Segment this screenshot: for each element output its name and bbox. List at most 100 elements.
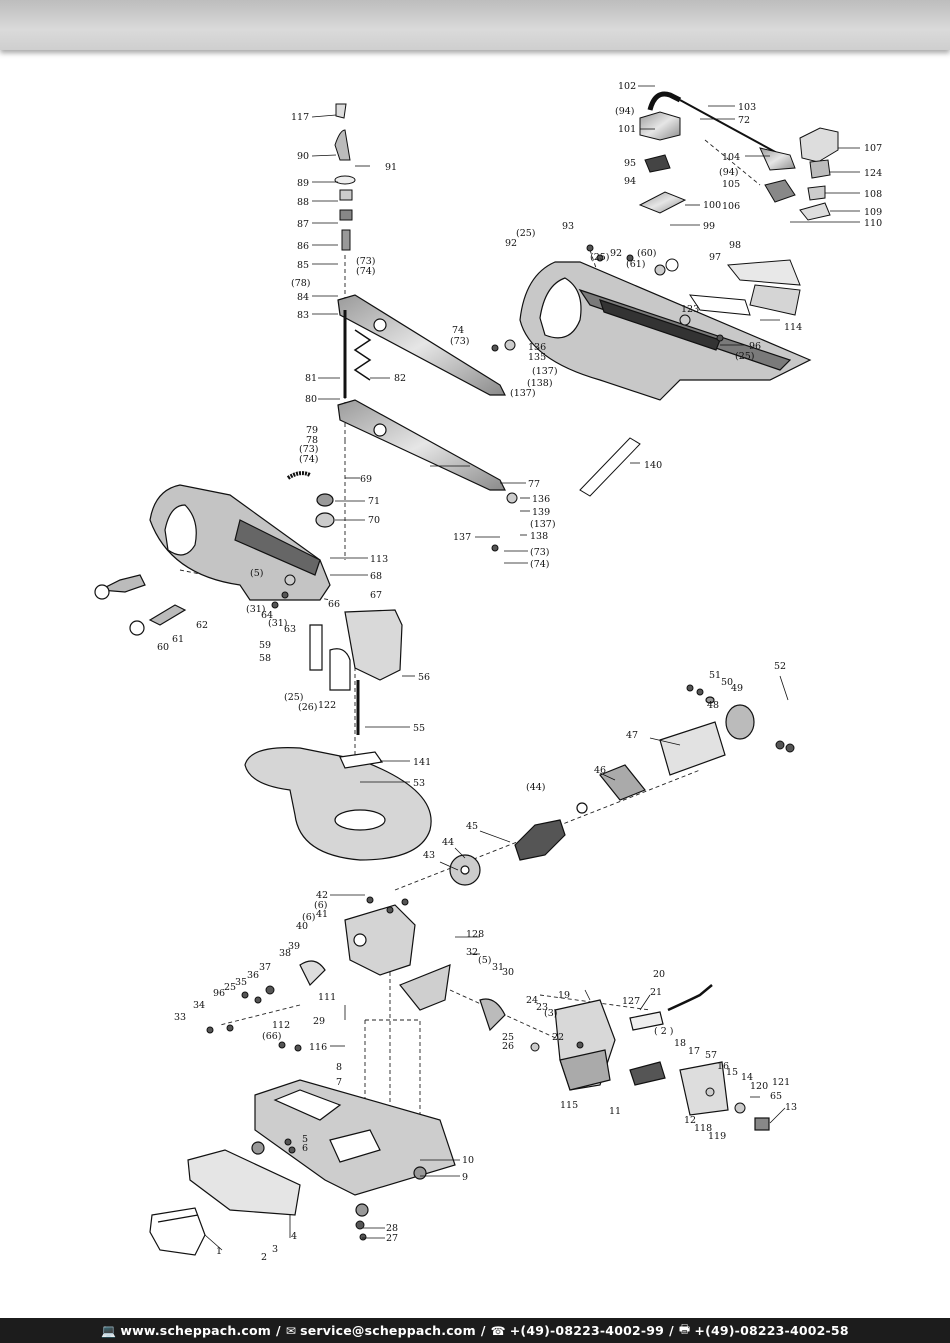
callout: (74) <box>356 266 376 277</box>
motor-assembly <box>449 696 755 886</box>
callout: 37 <box>259 962 271 973</box>
callout: 102 <box>618 81 636 92</box>
callout: 3 <box>272 1244 278 1255</box>
callout: 15 <box>726 1067 738 1078</box>
callout: 128 <box>466 929 484 940</box>
callout: (94) <box>615 106 635 117</box>
callout: 32 <box>466 947 478 958</box>
callout: 135 <box>528 352 546 363</box>
callout: (44) <box>526 782 546 793</box>
separator: / <box>669 1323 674 1338</box>
callout: 124 <box>864 168 882 179</box>
callout: 10 <box>462 1155 474 1166</box>
callout: 88 <box>297 197 309 208</box>
callout: 136 <box>528 342 546 353</box>
callout: 63 <box>284 624 296 635</box>
callout: 98 <box>729 240 741 251</box>
callout: 18 <box>674 1038 686 1049</box>
callout: 86 <box>297 241 309 252</box>
callout: 25 <box>502 1032 514 1043</box>
callout: 108 <box>864 189 882 200</box>
envelope-icon: ✉ <box>285 1323 297 1338</box>
callout: 39 <box>288 941 300 952</box>
blade-holder <box>309 609 403 735</box>
callout: 122 <box>318 700 336 711</box>
fasteners <box>206 244 795 1241</box>
callout: 16 <box>717 1061 729 1072</box>
callout-labels: 117 90 91 89 88 87 86 85 (73) (74) (78) … <box>157 81 882 1263</box>
separator: / <box>276 1323 281 1338</box>
callout: (5) <box>478 955 491 966</box>
callout: (73) <box>450 336 470 347</box>
callout: 12 <box>684 1115 696 1126</box>
callout: 92 <box>505 238 517 249</box>
callout: 141 <box>413 757 431 768</box>
callout: 5 <box>302 1134 308 1145</box>
callout: 139 <box>532 507 550 518</box>
callout: 26 <box>502 1041 514 1052</box>
callout: 4 <box>291 1231 297 1242</box>
switch-box <box>554 984 770 1131</box>
callout: (73) <box>530 547 550 558</box>
callout: 72 <box>738 115 750 126</box>
callout: 31 <box>492 962 504 973</box>
callout: 111 <box>318 992 336 1003</box>
callout: (25) <box>735 351 755 362</box>
callout: 117 <box>291 112 309 123</box>
front-panel <box>149 1149 301 1256</box>
callout: (3) <box>544 1008 557 1019</box>
callout: 53 <box>413 778 425 789</box>
contact-footer: 💻 www.scheppach.com / ✉ service@scheppac… <box>0 1318 950 1343</box>
callout: 19 <box>558 990 570 1001</box>
callout: 60 <box>157 642 169 653</box>
callout: 90 <box>297 151 309 162</box>
callout: (31) <box>246 604 266 615</box>
callout: 40 <box>296 921 308 932</box>
callout: 83 <box>297 310 309 321</box>
callout: 23 <box>536 1002 548 1013</box>
callout: 113 <box>370 554 388 565</box>
email-link[interactable]: service@scheppach.com <box>300 1323 476 1338</box>
website-link[interactable]: www.scheppach.com <box>120 1323 272 1338</box>
callout: 17 <box>688 1046 700 1057</box>
callout: (73) <box>356 256 376 267</box>
callout: 68 <box>370 571 382 582</box>
callout: 28 <box>386 1223 398 1234</box>
rod-spring <box>334 103 372 398</box>
callout: 103 <box>738 102 756 113</box>
callout: 101 <box>618 124 636 135</box>
callout: 65 <box>770 1091 782 1102</box>
callout: 97 <box>709 252 721 263</box>
callout: 92 <box>610 248 622 259</box>
callout: (60) <box>637 248 657 259</box>
callout: 67 <box>370 590 382 601</box>
callout: 49 <box>731 683 743 694</box>
callout: 80 <box>305 394 317 405</box>
callout: 91 <box>385 162 397 173</box>
callout: 44 <box>442 837 454 848</box>
guard-plates <box>689 259 801 316</box>
callout: 74 <box>452 325 464 336</box>
callout: 64 <box>261 610 273 621</box>
callout: 8 <box>336 1062 342 1073</box>
fax-number: +(49)-08223-4002-58 <box>694 1323 849 1338</box>
phone-number: +(49)-08223-4002-99 <box>509 1323 665 1338</box>
callout: (26) <box>298 702 318 713</box>
callout: (25) <box>516 228 536 239</box>
callout: 105 <box>722 179 740 190</box>
callout: 82 <box>394 373 406 384</box>
callout: 109 <box>864 207 882 218</box>
callout: 78 <box>306 435 318 446</box>
callout: 11 <box>609 1106 621 1117</box>
callout: 120 <box>750 1081 768 1092</box>
callout: 138 <box>530 531 548 542</box>
callout: 46 <box>594 765 606 776</box>
callout: 50 <box>721 677 733 688</box>
callout: 89 <box>297 178 309 189</box>
work-table <box>244 747 432 861</box>
upper-arm-housing <box>519 261 812 401</box>
callout: 56 <box>418 672 430 683</box>
callout: 29 <box>313 1016 325 1027</box>
callout: 85 <box>297 260 309 271</box>
